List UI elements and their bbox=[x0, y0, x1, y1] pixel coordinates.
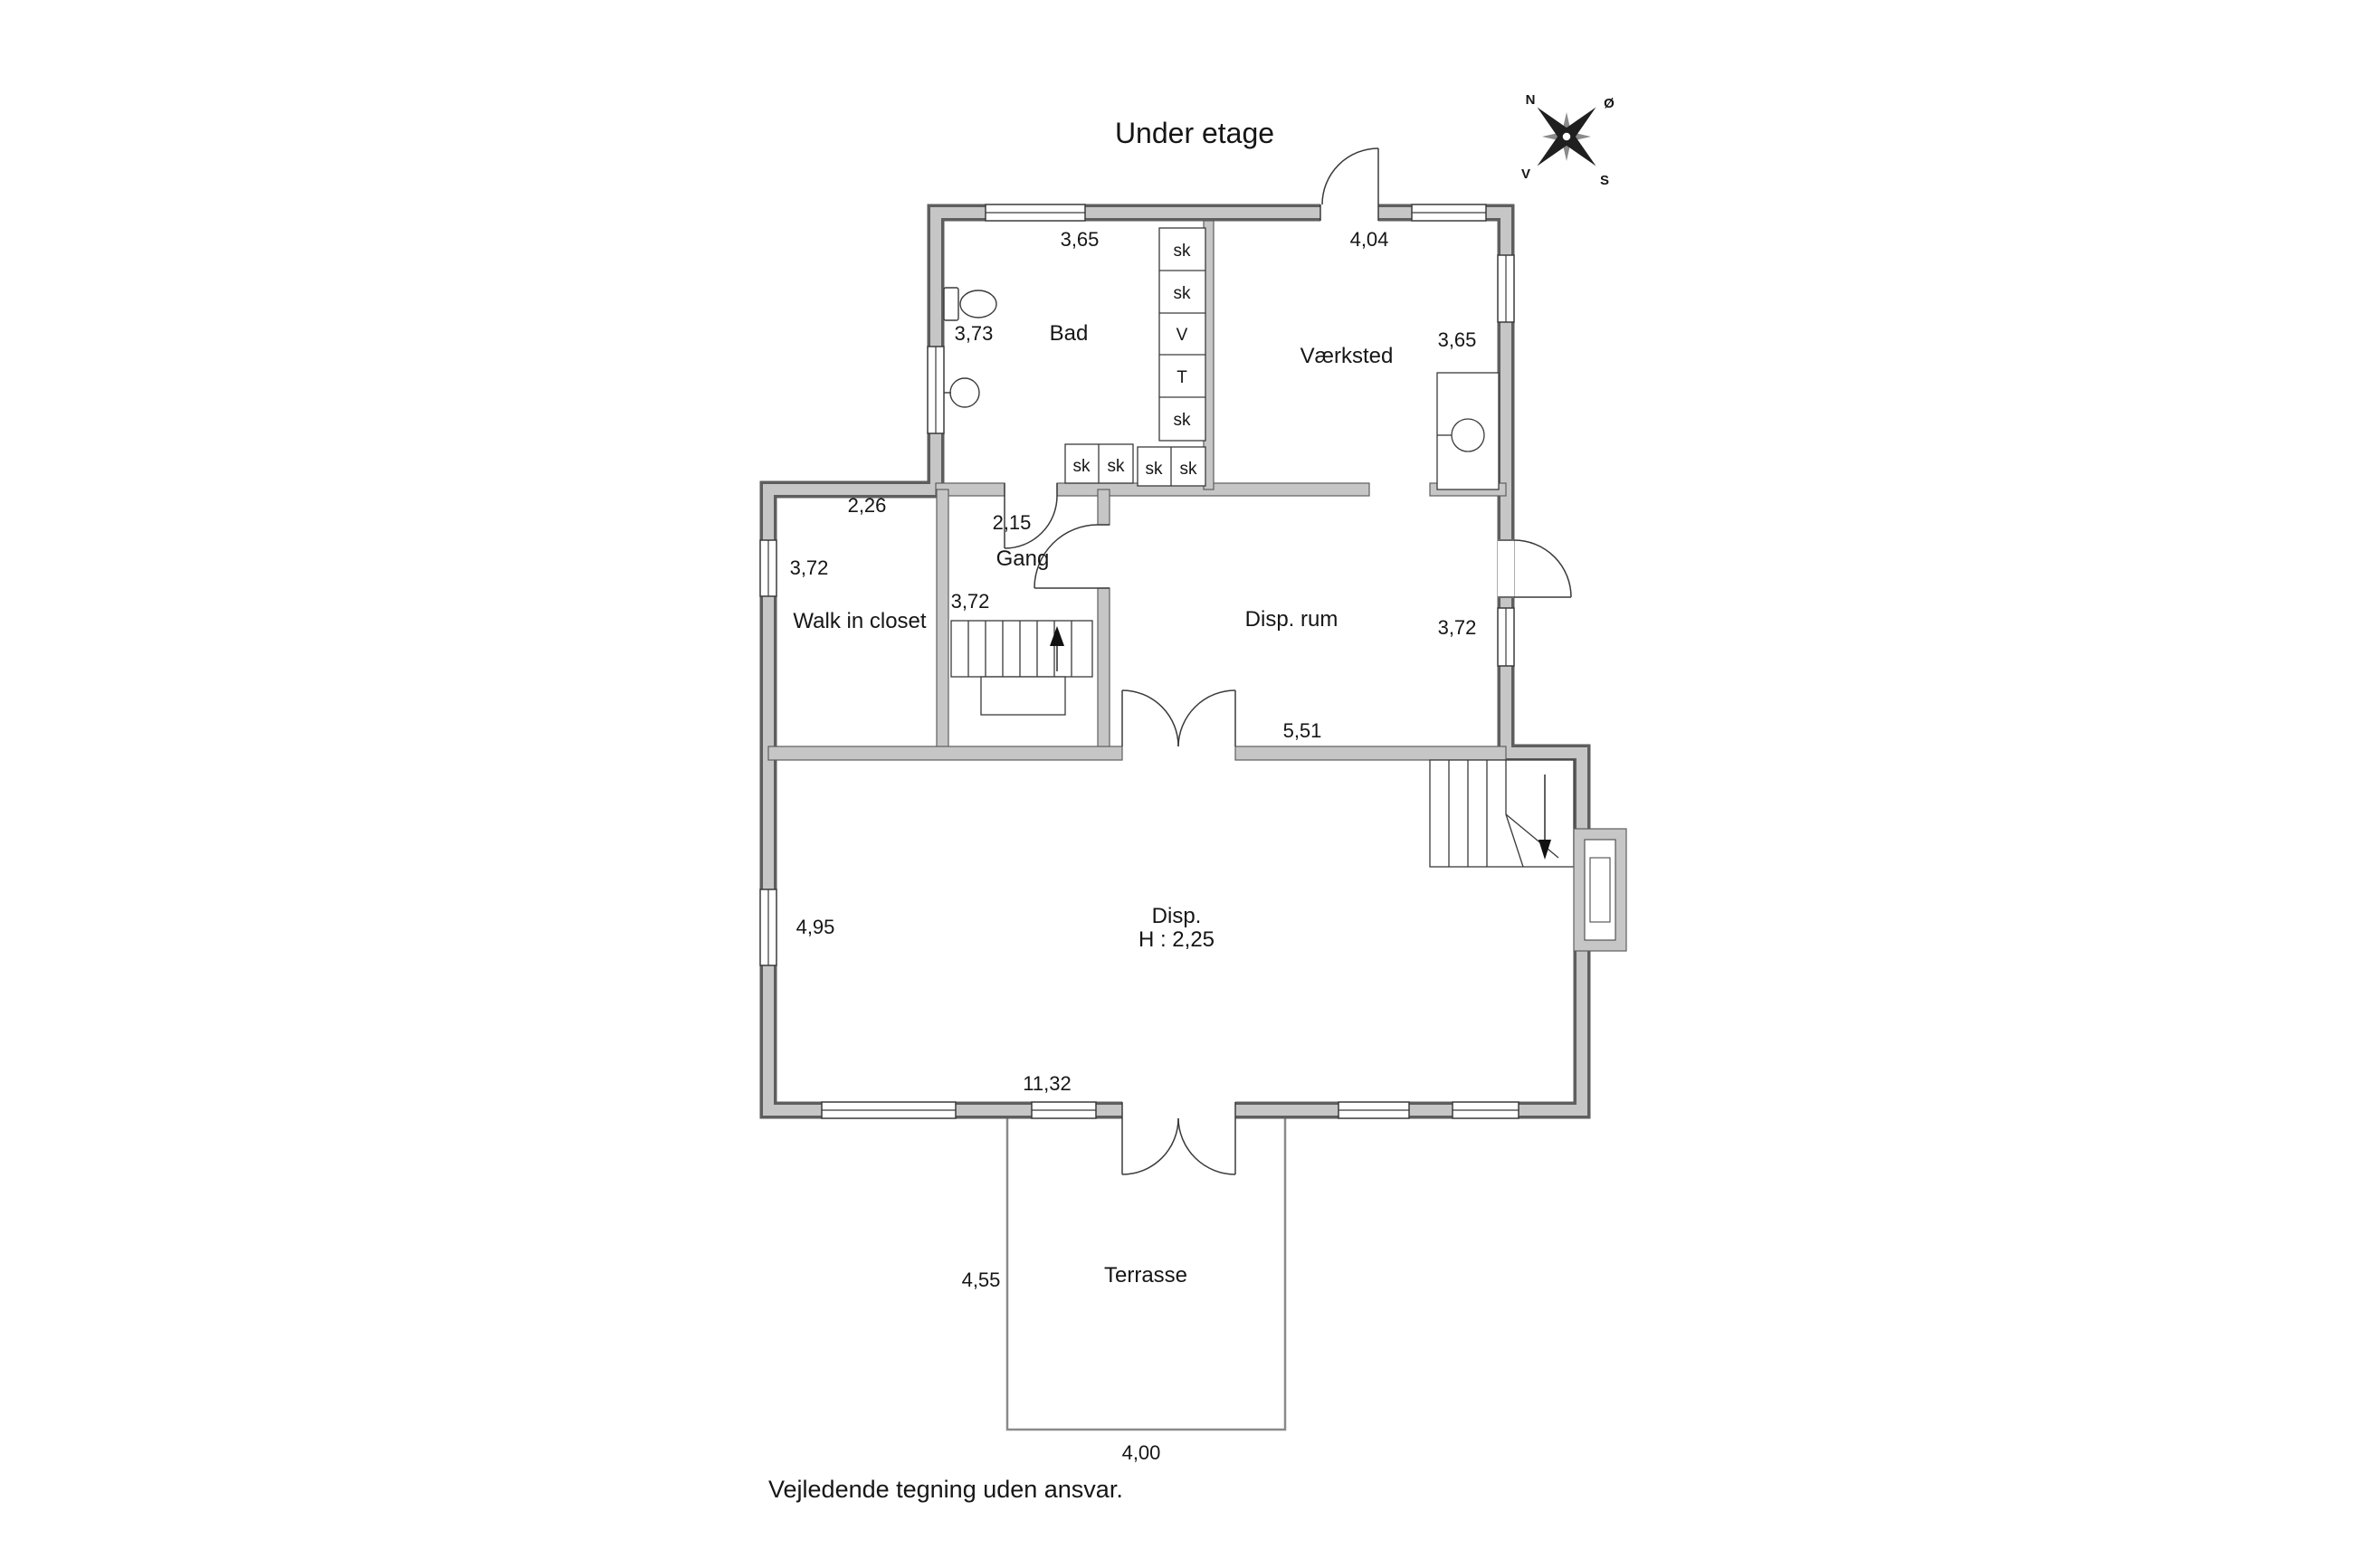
exterior-walls bbox=[759, 204, 1591, 1119]
dim-gang-top: 2,15 bbox=[993, 511, 1032, 534]
stairs-lower bbox=[1429, 759, 1575, 868]
toilet-icon bbox=[943, 287, 997, 321]
windows bbox=[759, 204, 1519, 1119]
room-label-terrasse: Terrasse bbox=[1104, 1263, 1187, 1288]
dim-disp-rum-bottom: 5,51 bbox=[1283, 719, 1322, 742]
stairs-down-arrow-icon bbox=[1538, 840, 1551, 860]
room-label-walk-in-closet: Walk in closet bbox=[793, 609, 926, 633]
closet-label-5: sk bbox=[1174, 411, 1192, 430]
page-title: Under etage bbox=[1115, 117, 1274, 149]
closet-units bbox=[1064, 227, 1500, 490]
compass-rose-icon bbox=[1537, 107, 1596, 166]
stairs-gang bbox=[950, 620, 1093, 716]
dim-disp-bottom: 11,32 bbox=[1023, 1072, 1071, 1095]
disclaimer-text: Vejledende tegning uden ansvar. bbox=[768, 1476, 1123, 1503]
dim-terrasse-left: 4,55 bbox=[962, 1269, 1001, 1291]
dim-bad-top: 3,65 bbox=[1061, 228, 1100, 251]
room-label-gang: Gang bbox=[996, 546, 1050, 571]
room-label-bad: Bad bbox=[1050, 321, 1089, 346]
dim-disp-left: 4,95 bbox=[796, 916, 835, 938]
closet-label-9: sk bbox=[1180, 460, 1198, 479]
terrasse-outline bbox=[1005, 1108, 1287, 1431]
closet-label-1: sk bbox=[1174, 242, 1192, 261]
closet-label-7: sk bbox=[1108, 457, 1126, 476]
dim-bad-left: 3,73 bbox=[955, 322, 994, 345]
closet-label-8: sk bbox=[1146, 460, 1164, 479]
room-label-vaerksted: Værksted bbox=[1300, 344, 1394, 368]
closet-label-4: T bbox=[1176, 368, 1187, 387]
stairs-up-arrow-icon bbox=[1050, 626, 1064, 646]
dim-disp-rum-right: 3,72 bbox=[1438, 616, 1477, 639]
dim-terrasse-bottom: 4,00 bbox=[1122, 1441, 1161, 1464]
chimney-bay bbox=[1573, 828, 1627, 952]
dim-gang-inner: 3,72 bbox=[951, 590, 990, 613]
compass-west-label: V bbox=[1521, 166, 1530, 182]
dim-vaerksted-top: 4,04 bbox=[1350, 228, 1389, 251]
room-height-note-disp: H : 2,25 bbox=[1138, 927, 1215, 952]
compass-east-label: Ø bbox=[1604, 96, 1615, 111]
sink-icon bbox=[944, 377, 980, 408]
dim-vaerksted-right: 3,65 bbox=[1438, 328, 1477, 351]
compass-south-label: S bbox=[1600, 173, 1609, 188]
compass-north-label: N bbox=[1526, 92, 1536, 108]
dim-wic-left: 3,72 bbox=[790, 556, 829, 579]
closet-label-2: sk bbox=[1174, 284, 1192, 303]
closet-label-6: sk bbox=[1073, 457, 1091, 476]
room-label-disp: Disp. bbox=[1152, 904, 1202, 928]
bathroom-fixtures bbox=[943, 287, 997, 408]
dim-wic-top: 2,26 bbox=[848, 494, 887, 517]
door-swings bbox=[1004, 147, 1572, 1175]
closet-label-3: V bbox=[1176, 326, 1188, 345]
room-label-disp-rum: Disp. rum bbox=[1245, 607, 1338, 632]
